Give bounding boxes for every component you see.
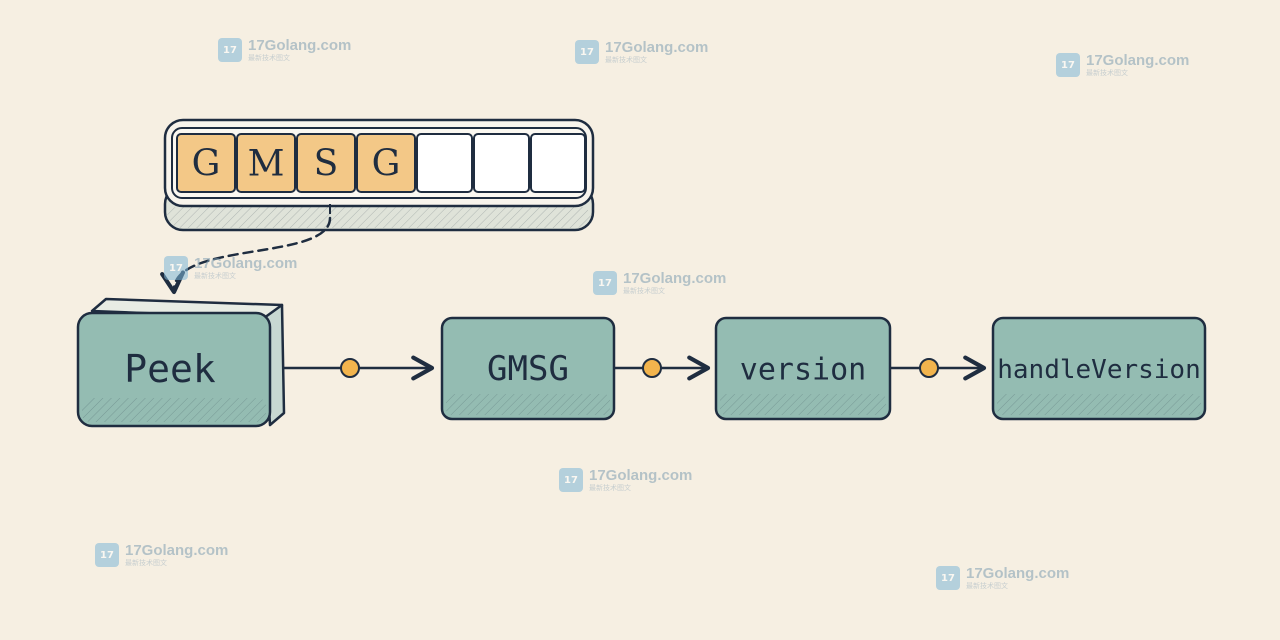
buffer-cell-6	[473, 133, 530, 193]
buffer-cell-4-char: G	[372, 144, 401, 185]
node-peek-box	[76, 311, 272, 428]
buffer-cell-7	[530, 133, 586, 193]
buffer-cell-1: G	[176, 133, 236, 193]
buffer-cell-3: S	[296, 133, 356, 193]
buffer-shading	[167, 206, 591, 228]
node-handleversion-shading	[997, 394, 1201, 415]
node-version-label: version	[740, 353, 866, 388]
node-peek-label: Peek	[124, 347, 216, 391]
buffer-cell-1-char: G	[192, 144, 221, 185]
node-peek: Peek	[76, 297, 286, 428]
buffer-cell-3-char: S	[314, 144, 339, 185]
node-peek-shading	[82, 398, 266, 422]
buffer-cell-2-char: M	[248, 144, 285, 185]
buffer-cell-4: G	[356, 133, 416, 193]
node-handleversion: handleVersion	[991, 316, 1207, 421]
node-gmsg-label: GMSG	[487, 349, 569, 389]
connector-peek-to-gmsg	[284, 355, 435, 381]
node-gmsg-shading	[446, 394, 610, 415]
buffer-cell-2: M	[236, 133, 296, 193]
node-version: version	[714, 316, 892, 421]
connector-dot	[919, 358, 939, 378]
buffer-cell-5	[416, 133, 473, 193]
node-handleversion-label: handleVersion	[997, 355, 1201, 385]
connector-gmsg-to-version	[614, 355, 711, 381]
connector-dot	[340, 358, 360, 378]
connector-version-to-handleversion	[890, 355, 987, 381]
node-gmsg: GMSG	[440, 316, 616, 421]
connector-dot	[642, 358, 662, 378]
byte-buffer: G M S G	[163, 118, 595, 232]
node-handleversion-box	[991, 316, 1207, 421]
node-version-shading	[720, 394, 886, 415]
